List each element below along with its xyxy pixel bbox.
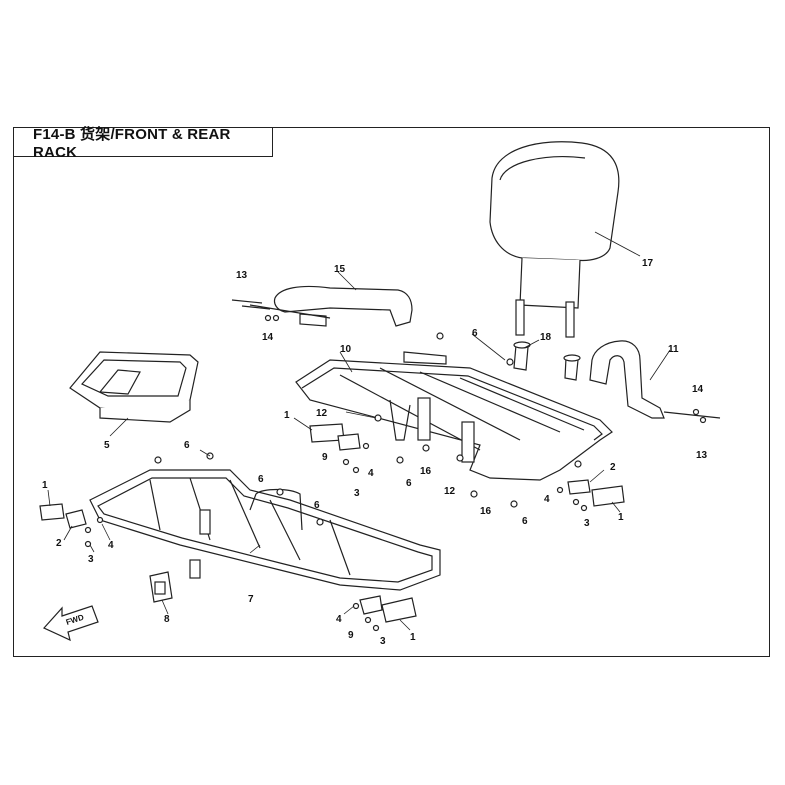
callout: 11 xyxy=(668,344,679,355)
callout: 6 xyxy=(406,478,412,489)
callout: 17 xyxy=(642,258,654,269)
callout: 1 xyxy=(410,632,416,643)
callout: 4 xyxy=(544,494,550,505)
callout: 15 xyxy=(334,264,346,275)
fwd-arrow: FWD xyxy=(43,605,99,642)
callout: 1 xyxy=(618,512,624,523)
sleeve-part xyxy=(513,341,581,381)
callout: 10 xyxy=(340,344,352,355)
callout: 9 xyxy=(322,452,328,463)
reflector-parts xyxy=(39,423,625,623)
callout: 3 xyxy=(354,488,360,499)
callout-labels: 1 2 3 4 5 6 6 6 7 8 4 9 3 1 1 12 9 4 3 6… xyxy=(42,258,708,647)
callout: 18 xyxy=(540,332,552,343)
leader-lines xyxy=(47,231,671,631)
callout: 13 xyxy=(696,450,708,461)
callout: 4 xyxy=(108,540,114,551)
callout: 4 xyxy=(336,614,342,625)
fastener-dots xyxy=(84,332,588,632)
callout: 6 xyxy=(522,516,528,527)
callout: 12 xyxy=(316,408,328,419)
callout: 2 xyxy=(56,538,62,549)
callout: 16 xyxy=(420,466,432,477)
diagram-frame xyxy=(13,127,770,657)
callout: 3 xyxy=(584,518,590,529)
front-rack-part xyxy=(89,469,441,591)
bracket-part xyxy=(149,571,173,603)
callout: 9 xyxy=(348,630,354,641)
rear-rack-part xyxy=(295,351,613,481)
callout: 6 xyxy=(258,474,264,485)
callout: 6 xyxy=(472,328,478,339)
grab-handle-part xyxy=(249,285,413,327)
storage-box-part xyxy=(69,351,199,423)
callout: 12 xyxy=(444,486,456,497)
callout: 6 xyxy=(184,440,190,451)
callout: 4 xyxy=(368,468,374,479)
side-handle-part xyxy=(589,340,721,424)
diagram-title: F14-B 货架/FRONT & REAR RACK xyxy=(33,125,231,161)
backrest-part xyxy=(489,141,620,338)
callout: 14 xyxy=(262,332,274,343)
callout: 13 xyxy=(236,270,248,281)
bolt-set-left xyxy=(231,299,280,322)
callout: 1 xyxy=(42,480,48,491)
small-bracket-parts xyxy=(65,433,591,615)
callout: 2 xyxy=(610,462,616,473)
callout: 3 xyxy=(88,554,94,565)
callout: 8 xyxy=(164,614,170,625)
callout: 5 xyxy=(104,440,110,451)
title-box: F14-B 货架/FRONT & REAR RACK xyxy=(13,126,273,161)
callout: 1 xyxy=(284,410,290,421)
callout: 7 xyxy=(248,594,254,605)
callout: 6 xyxy=(314,500,320,511)
callout: 14 xyxy=(692,384,704,395)
callout: 3 xyxy=(380,636,386,647)
callout: 16 xyxy=(480,506,492,517)
